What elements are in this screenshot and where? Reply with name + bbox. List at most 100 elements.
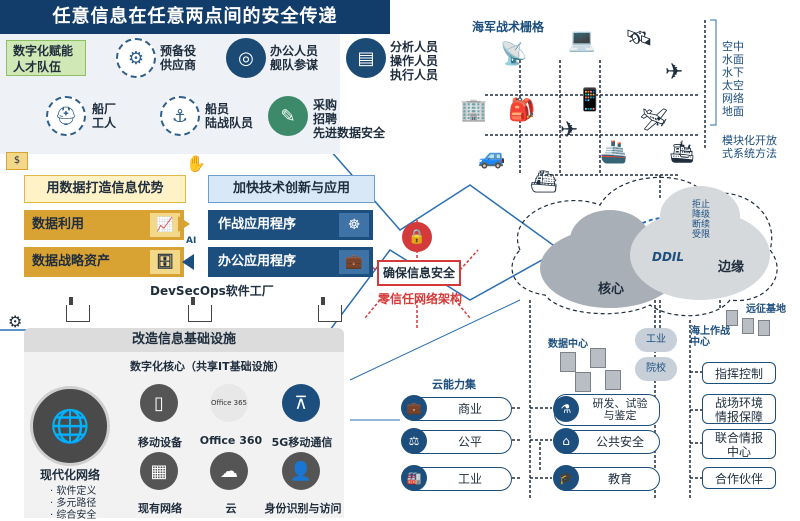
building-icon xyxy=(758,320,770,336)
factory-icon: 🏭 xyxy=(401,465,427,491)
cloud-cap-label: 教育 xyxy=(607,472,632,486)
radio-tower-icon: 📡 xyxy=(500,42,528,67)
innovation-header: 加快技术创新与应用 xyxy=(208,175,375,203)
role-label-reserve: 预备役 供应商 xyxy=(160,44,197,72)
office-icon: Office 365 xyxy=(210,384,248,422)
mobile-icon: ▯ xyxy=(140,384,178,422)
domain-item: 水面 xyxy=(722,53,744,66)
office-apps-row: 办公应用程序 💼 xyxy=(208,247,373,277)
data-asset-label: 数据战略资产 xyxy=(32,254,111,269)
maritime-center-label: 海上作战 中心 xyxy=(690,326,730,348)
domain-item: 空中 xyxy=(722,40,744,53)
cloud-cap-industry: 🏭 工业 xyxy=(401,465,512,491)
rd-icon: ⚗ xyxy=(553,396,579,422)
combat-apps-label: 作战应用程序 xyxy=(218,217,297,232)
cloud-dashed-outline xyxy=(511,176,778,317)
infra-item-label: 移动设备 xyxy=(138,436,182,449)
cloud-cap-fair: ⚖ 公平 xyxy=(401,428,512,454)
domain-item: 太空 xyxy=(722,79,744,92)
submarine-icon: ⛴ xyxy=(530,170,558,195)
destroyer-icon: 🚢 xyxy=(600,140,628,165)
combat-apps-row: 作战应用程序 ☸ xyxy=(208,210,373,240)
laptop-icon: 💻 xyxy=(568,28,596,53)
building-icon xyxy=(590,348,606,368)
building-icon xyxy=(726,310,738,326)
office-badge: Office 365 xyxy=(210,399,248,407)
edge-label: 边缘 xyxy=(718,260,745,275)
building-icon xyxy=(575,372,591,392)
cloud-cap-education: 🎓 教育 xyxy=(553,465,660,491)
identity-icon: 👤 xyxy=(282,452,320,490)
modular-approach-label: 模块化开放 式系统方法 xyxy=(722,134,777,160)
role-label-shipyard: 船厂 工人 xyxy=(92,102,117,130)
cloud-cap-label: 公平 xyxy=(457,435,482,449)
infra-item-label: 5G移动通信 xyxy=(271,436,333,449)
network-globe-icon: 🌐 xyxy=(30,386,110,466)
cloud-check-icon: ☁ xyxy=(210,452,248,490)
data-center-label: 数据中心 xyxy=(548,339,588,350)
soldier-icon: 🎒 xyxy=(508,98,536,123)
infra-item-label: 身份识别与访问 xyxy=(264,502,342,515)
domain-item: 地面 xyxy=(722,105,744,118)
cloud-cap-label: 商业 xyxy=(457,402,482,416)
command-control-box: 指挥控制 xyxy=(702,362,776,384)
network-bullet: · 综合安全 xyxy=(50,510,97,521)
left-arrow-icon xyxy=(182,254,194,270)
data-asset-row: 数据战略资产 🗄 xyxy=(24,247,184,277)
satellite-icon: 🛰 xyxy=(625,26,653,51)
joint-intel-box: 联合情报 中心 xyxy=(702,429,776,459)
role-label-analyst: 分析人员 操作人员 执行人员 xyxy=(390,40,439,82)
money-chart-icon: $ xyxy=(6,152,28,170)
gear-person-icon: ⚙ xyxy=(8,312,23,331)
tactical-grid-title: 海军战术栅格 xyxy=(472,20,545,34)
ai-label: AI xyxy=(186,236,197,246)
server-icon: 🏢 xyxy=(460,98,488,123)
zero-trust-label: 零信任网络架构 xyxy=(378,292,463,306)
ensure-security-box: 确保信息安全 xyxy=(377,260,461,286)
factory-icon xyxy=(318,297,342,322)
person-gear-icon: ⚙ xyxy=(116,38,156,78)
factory-icon xyxy=(66,297,90,322)
role-label-crew: 船员 陆战队员 xyxy=(205,102,254,130)
graduation-icon: 🎓 xyxy=(553,465,579,491)
infrastructure-header: 改造信息基础设施 xyxy=(24,328,344,352)
building-icon xyxy=(560,352,576,372)
tablet-icon: 📱 xyxy=(576,88,604,113)
globe-people-icon: ◎ xyxy=(226,38,266,78)
database-icon: 🗄 xyxy=(150,250,180,274)
data-advantage-header: 用数据打造信息优势 xyxy=(24,175,186,203)
carrier-icon: 🛳 xyxy=(668,140,696,165)
domain-bracket xyxy=(710,19,717,126)
core-label: 核心 xyxy=(598,282,625,297)
tank-icon: 🚙 xyxy=(478,145,506,170)
briefcase-icon: 💼 xyxy=(339,250,369,274)
cloud-cap-label: 工业 xyxy=(457,472,482,486)
domain-item: 水下 xyxy=(722,66,744,79)
cloud-cap-label: 公共安全 xyxy=(595,435,644,449)
cloud-cap-label: 研发、试验 与鉴定 xyxy=(592,397,648,422)
drone-icon: ✈ xyxy=(560,118,579,143)
building-icon xyxy=(605,370,621,390)
data-utilization-label: 数据利用 xyxy=(32,217,85,232)
infra-item-label: 云 xyxy=(225,502,237,515)
cloud-cap-commercial: 💼 商业 xyxy=(401,395,512,421)
scale-icon: ⚖ xyxy=(401,428,427,454)
battlefield-intel-box: 战场环境 情报保障 xyxy=(702,394,776,424)
aircraft-icon: 🛩 xyxy=(640,108,668,133)
page-title: 任意信息在任意两点间的安全传递 xyxy=(0,0,390,34)
digital-core-title: 数字化核心（共享IT基础设施） xyxy=(130,360,285,373)
right-arrow-icon xyxy=(178,216,190,232)
analyst-icon: ▤ xyxy=(346,38,386,78)
network-bullet: · 多元路径 xyxy=(50,498,97,509)
edge-cloud-puff xyxy=(660,186,740,246)
industry-cloud: 工业 xyxy=(635,328,677,352)
factory-icon xyxy=(188,297,212,322)
building-icon xyxy=(742,318,754,334)
tactical-links xyxy=(485,20,721,500)
network-icon: ▦ xyxy=(140,452,178,490)
ddil-label: DDIL xyxy=(652,250,685,264)
office-apps-label: 办公应用程序 xyxy=(218,254,297,269)
shield-house-icon: ⌂ xyxy=(553,428,579,454)
hand-ai-icon: ✋ xyxy=(186,154,206,173)
ddil-terms: 拒止 降级 断续 受限 xyxy=(692,200,711,240)
